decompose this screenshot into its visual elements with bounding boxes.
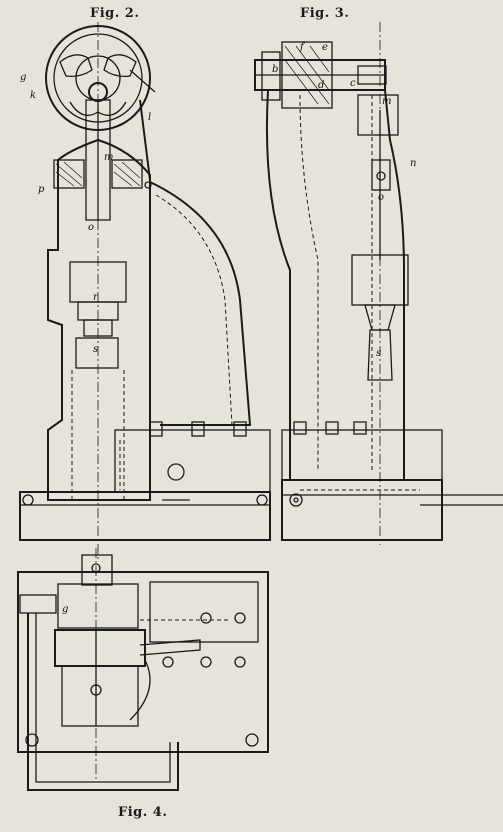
label-b: b bbox=[272, 64, 278, 75]
figure-4-caption: Fig. 4. bbox=[118, 805, 168, 820]
figure-3-caption: Fig. 3. bbox=[300, 6, 350, 21]
label-f: f bbox=[299, 42, 306, 53]
figure-4-drawing: g bbox=[17, 548, 269, 791]
figure-3-drawing: f e b d c m n o s bbox=[254, 22, 503, 545]
label-s: s bbox=[93, 344, 98, 355]
label-k: k bbox=[30, 90, 36, 101]
label-o-3: o bbox=[378, 192, 384, 203]
label-d: d bbox=[318, 80, 324, 91]
label-m: m bbox=[104, 152, 113, 163]
label-s-3: s bbox=[376, 348, 381, 359]
figure-2-drawing: r s g k bbox=[19, 22, 271, 560]
background-text-bottom bbox=[278, 520, 503, 810]
label-e: e bbox=[322, 42, 328, 53]
label-l: l bbox=[148, 112, 151, 123]
label-n: n bbox=[410, 158, 416, 169]
label-o: o bbox=[88, 222, 94, 233]
label-c: c bbox=[350, 78, 356, 89]
label-g: g bbox=[20, 72, 26, 83]
label-p: p bbox=[38, 184, 45, 195]
figure-2-caption: Fig. 2. bbox=[90, 6, 140, 21]
background-text-top bbox=[170, 24, 503, 484]
label-r: r bbox=[93, 292, 99, 303]
label-m-3: m bbox=[382, 96, 391, 107]
label-g-4: g bbox=[62, 604, 68, 615]
